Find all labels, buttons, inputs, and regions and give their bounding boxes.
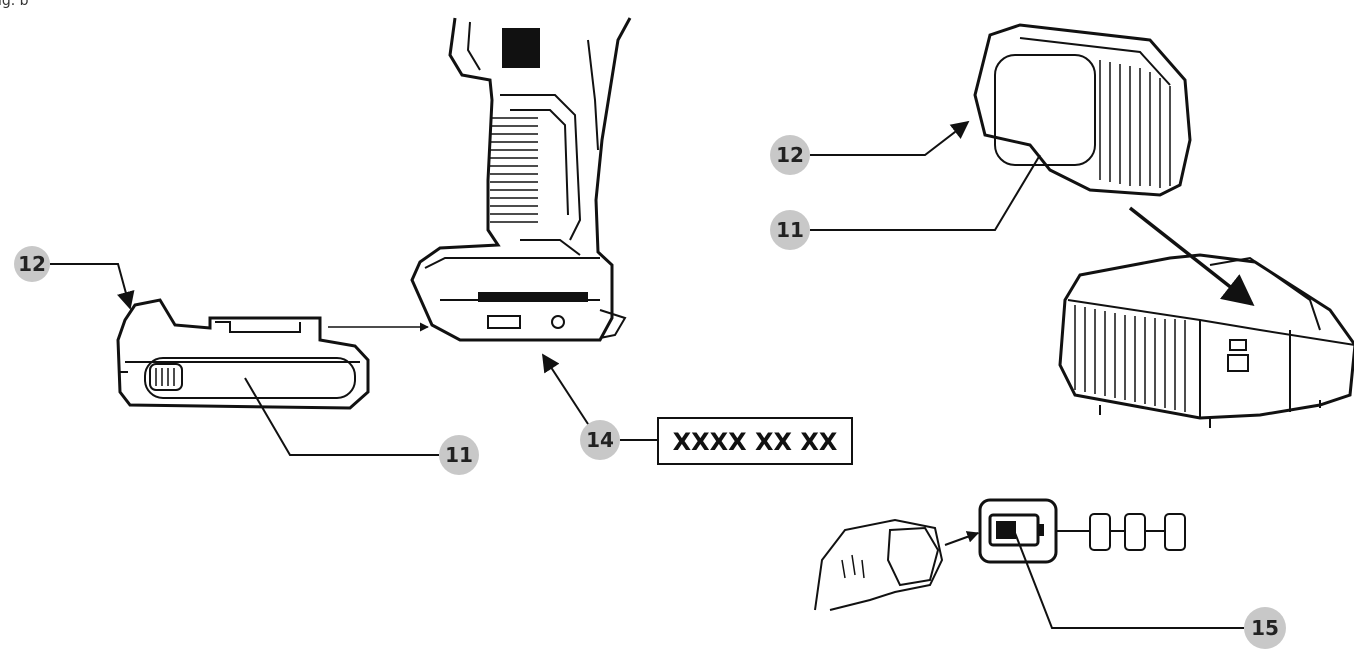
callout-right-12: 12 xyxy=(770,120,970,175)
drill-handle xyxy=(410,17,632,342)
battery-level-indicator xyxy=(978,498,1186,564)
code-box: XXXX XX XX xyxy=(657,417,853,465)
svg-text:XXXX XX XX: XXXX XX XX xyxy=(673,428,838,456)
battery-charger xyxy=(1058,253,1354,428)
small-battery-pack xyxy=(116,298,370,410)
large-battery-pack xyxy=(973,23,1192,197)
svg-text:12: 12 xyxy=(776,143,804,167)
battery-level-icon xyxy=(996,521,1016,539)
callout-right-11: 11 xyxy=(770,154,1041,250)
callout-drill-14: 14 xyxy=(542,353,658,460)
callout-left-11: 11 xyxy=(244,377,479,475)
svg-text:14: 14 xyxy=(586,428,614,452)
figure-label: ig. b xyxy=(0,0,29,9)
callout-left-12: 12 xyxy=(14,246,135,310)
press-arrow xyxy=(944,531,980,546)
svg-text:12: 12 xyxy=(18,252,46,276)
svg-text:11: 11 xyxy=(445,443,473,467)
svg-text:15: 15 xyxy=(1251,616,1279,640)
svg-text:11: 11 xyxy=(776,218,804,242)
finger-press xyxy=(814,518,944,611)
callout-led-15: 15 xyxy=(1014,532,1286,649)
